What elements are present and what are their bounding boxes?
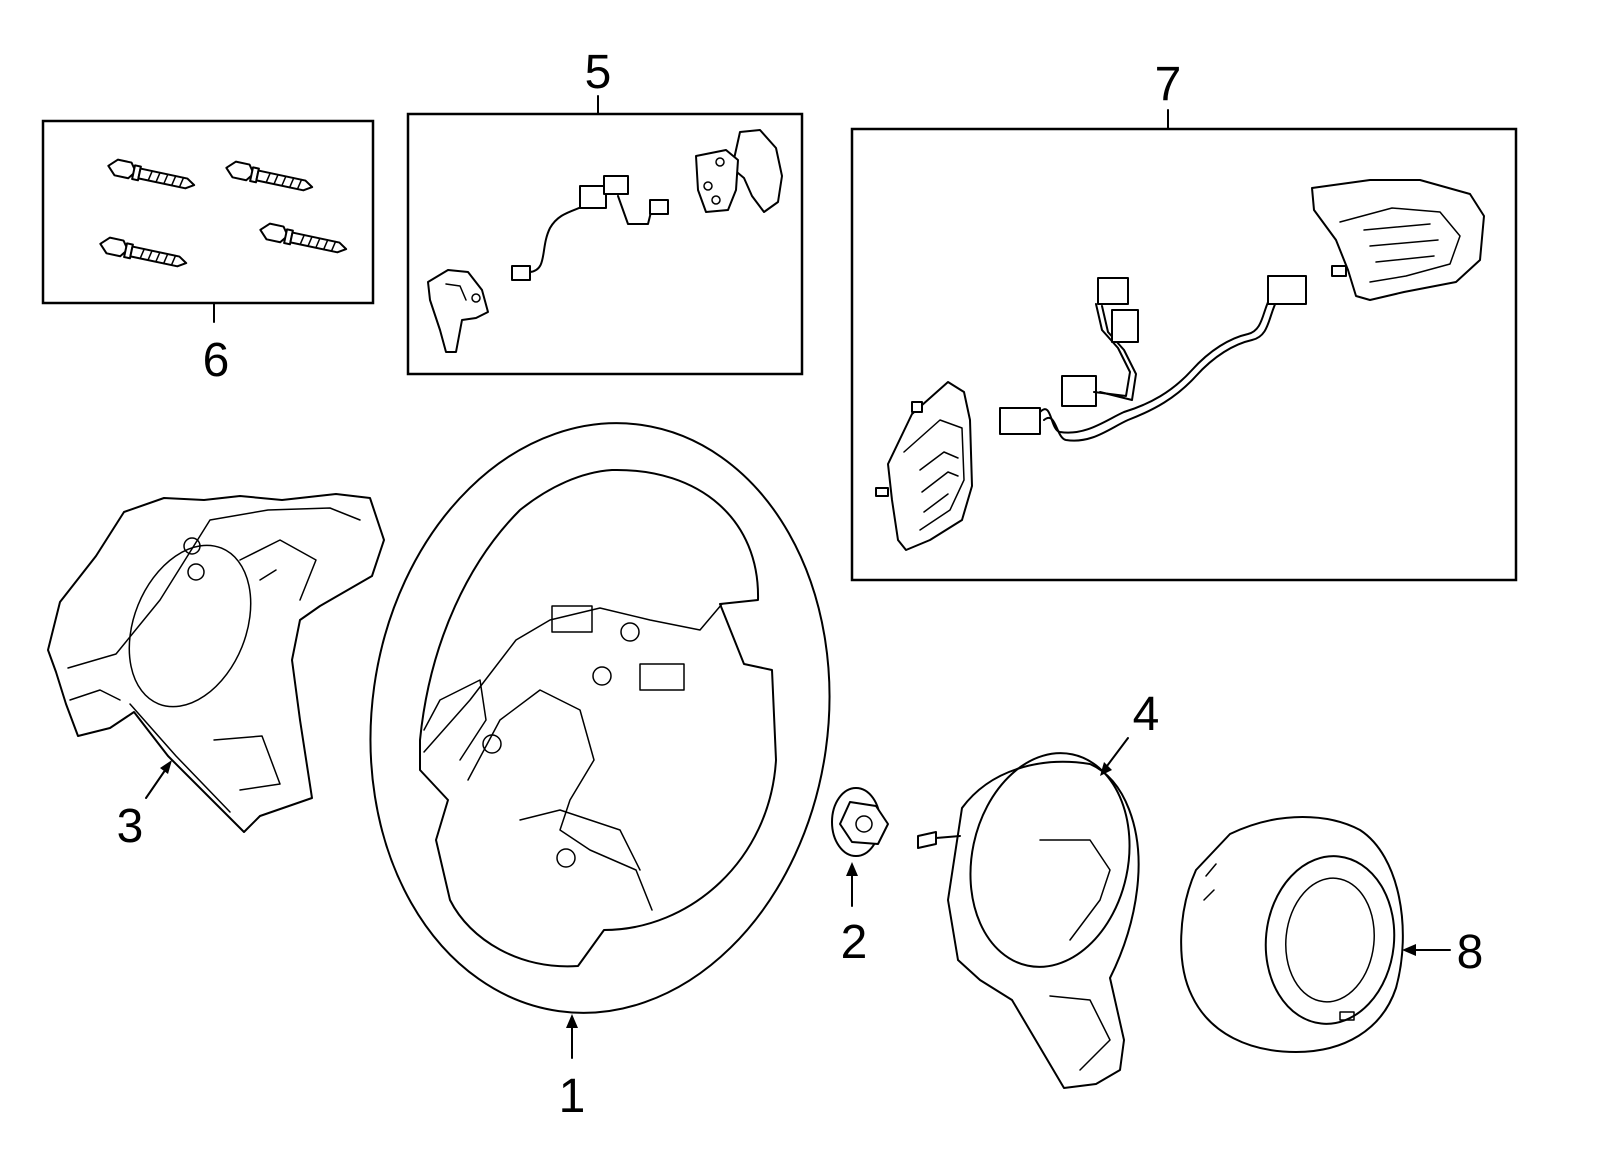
bolt-part[interactable]: [99, 236, 188, 270]
bolt-kit-box: [41, 119, 375, 323]
airbag-part[interactable]: [1180, 816, 1404, 1053]
callout-7: 7: [1155, 58, 1182, 111]
paddle-harness-part[interactable]: [511, 175, 669, 281]
nut-part[interactable]: [831, 787, 889, 857]
callout-8: 8: [1457, 926, 1484, 979]
right-switch-part[interactable]: [1311, 179, 1485, 301]
rear-cover-part[interactable]: [47, 493, 385, 833]
left-switch-part[interactable]: [875, 381, 973, 551]
right-paddle-part[interactable]: [695, 129, 783, 213]
leader-lines: [145, 737, 1451, 1059]
bolt-part[interactable]: [259, 222, 348, 256]
callout-3: 3: [117, 800, 144, 853]
switch-harness-part[interactable]: [999, 275, 1307, 442]
callout-5: 5: [585, 46, 612, 99]
callout-1: 1: [559, 1070, 586, 1123]
callout-4: 4: [1133, 688, 1160, 741]
steering-wheel-part[interactable]: [333, 393, 867, 1043]
callout-labels: 1 2 3 4 5 6 7 8: [117, 46, 1484, 1123]
bolt-part[interactable]: [225, 160, 314, 194]
callout-6: 6: [203, 334, 230, 387]
left-paddle-part[interactable]: [427, 269, 489, 353]
paddle-shifter-box: [406, 95, 804, 376]
steering-switch-box: [850, 109, 1518, 582]
lower-cover-part[interactable]: [917, 738, 1149, 1089]
callout-2: 2: [841, 916, 868, 969]
bolt-part[interactable]: [107, 158, 196, 192]
